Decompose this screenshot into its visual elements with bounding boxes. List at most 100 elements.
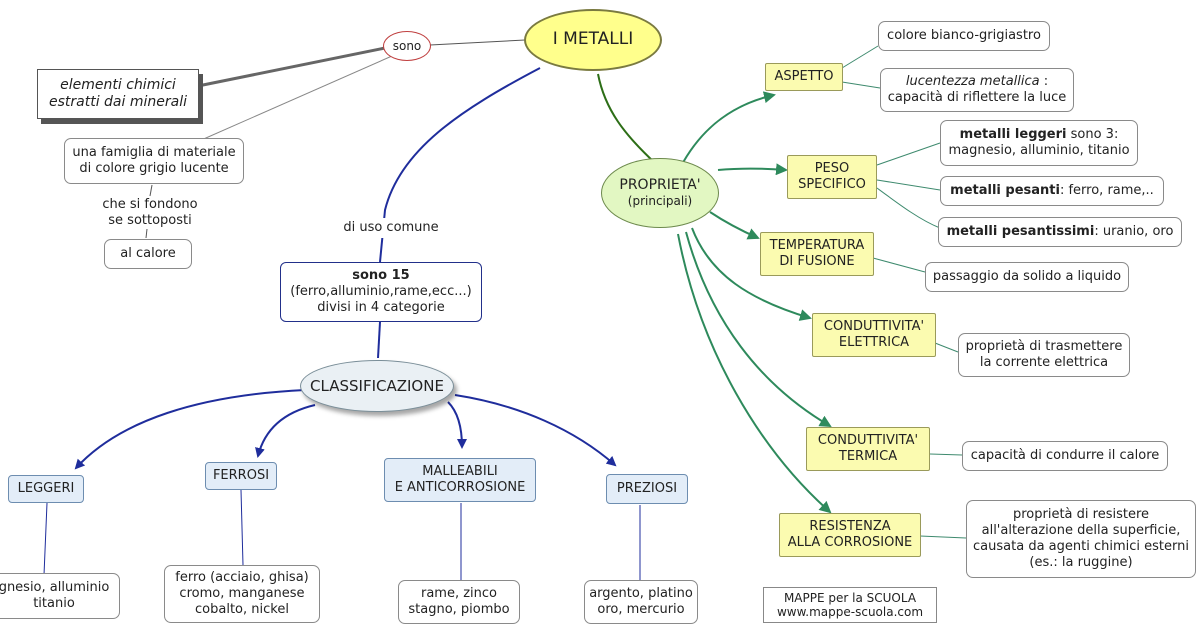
examples-leggeri-line2: titanio (33, 596, 75, 611)
property-resistenza: RESISTENZA ALLA CORROSIONE (779, 513, 921, 557)
examples-malleabili-line2: stagno, piombo (408, 602, 510, 617)
metalli-pesanti-line: metalli pesanti: ferro, rame,.. (950, 183, 1154, 199)
link-aspetto-colore (841, 45, 879, 69)
arrow-classi-preziosi (454, 394, 617, 467)
property-cond-elettrica: CONDUTTIVITA' ELETTRICA (812, 313, 936, 357)
lucentezza-line2: capacità di riflettere la luce (887, 90, 1067, 105)
cond-termica-line2: TERMICA (838, 449, 898, 464)
cond-termica-line1: CONDUTTIVITA' (817, 432, 919, 448)
metalli-pesanti-rest: : ferro, rame,.. (1059, 182, 1154, 198)
link-termica-condurre (929, 453, 963, 456)
fondono-line1: che si fondono (102, 196, 198, 212)
metalli-leggeri-line1: metalli leggeri sono 3: (960, 127, 1119, 143)
calore-label: al calore (120, 245, 176, 261)
arrow-prop-aspetto (679, 91, 776, 169)
detail-condurre: capacità di condurre il calore (962, 441, 1168, 471)
link-phrase-sono-label: sono (392, 38, 422, 53)
temperatura-line2: DI FUSIONE (779, 254, 855, 269)
line-main-sono15 (379, 67, 541, 263)
preziosi-label: PREZIOSI (616, 480, 678, 496)
category-malleabili: MALLEABILI E ANTICORROSIONE (384, 458, 536, 502)
link-elettrica-trasmettere (934, 342, 959, 353)
sono15-line2: (ferro,alluminio,rame,ecc...) (290, 283, 472, 299)
arrow-prop-temperatura (709, 211, 760, 240)
detail-lucentezza: lucentezza metallica : capacità di rifle… (880, 68, 1074, 112)
link-phrase-sono: sono (383, 31, 431, 61)
arrow-prop-resistenza (677, 233, 832, 514)
peso-line2: SPECIFICO (798, 177, 866, 192)
temperatura-line1: TEMPERATURA (769, 237, 865, 253)
uso-comune-label: di uso comune (343, 219, 439, 235)
concept-classificazione: CLASSIFICAZIONE (300, 360, 454, 412)
sono15-bold: sono 15 (352, 267, 410, 283)
metalli-leggeri-rest: sono 3: (1066, 126, 1119, 142)
line-sono15-classi (377, 321, 381, 359)
passaggio-label: passaggio da solido a liquido (932, 268, 1122, 284)
malleabili-line2: E ANTICORROSIONE (394, 480, 526, 495)
metalli-pesantissimi-bold: metalli pesantissimi (946, 223, 1095, 239)
resistere-line4: (es.: la ruggine) (1029, 555, 1133, 571)
examples-ferrosi: ferro (acciaio, ghisa) cromo, manganese … (164, 565, 320, 623)
examples-preziosi-line2: oro, mercurio (597, 602, 685, 617)
metalli-leggeri-line2: magnesio, alluminio, titanio (948, 143, 1130, 158)
resistere-line1: proprietà di resistere (1012, 506, 1150, 522)
leggeri-label: LEGGERI (17, 480, 75, 496)
examples-malleabili-line1: rame, zinco (420, 585, 497, 601)
elementi-line2: estratti dai minerali (49, 94, 187, 110)
main-topic-label: I METALLI (552, 29, 634, 50)
trasmettere-line1: proprietà di trasmettere (965, 338, 1123, 354)
detail-metalli-pesanti: metalli pesanti: ferro, rame,.. (940, 176, 1164, 206)
sono15-line3: divisi in 4 categorie (317, 300, 445, 316)
proprieta-title: PROPRIETA' (619, 176, 701, 193)
examples-preziosi: argento, platino oro, mercurio (584, 580, 698, 624)
aspetto-label: ASPETTO (774, 68, 834, 84)
detail-metalli-leggeri: metalli leggeri sono 3: magnesio, allumi… (940, 120, 1138, 166)
ferrosi-label: FERROSI (212, 467, 270, 483)
line-ferrosi-examples (240, 489, 244, 566)
examples-ferrosi-line1: ferro (acciaio, ghisa) (175, 569, 309, 585)
line-sono-elementi (197, 46, 386, 88)
category-preziosi: PREZIOSI (606, 474, 688, 504)
proprieta-subtitle: (principali) (627, 194, 693, 209)
cond-elettrica-line2: ELETTRICA (838, 335, 910, 350)
lucentezza-line1: lucentezza metallica : (906, 74, 1048, 90)
line-main-proprieta (597, 73, 656, 164)
property-temperatura: TEMPERATURA DI FUSIONE (760, 232, 874, 276)
metalli-pesanti-bold: metalli pesanti (950, 182, 1060, 198)
resistenza-line1: RESISTENZA (809, 518, 891, 534)
arrow-prop-peso (717, 163, 788, 176)
concept-elementi: elementi chimici estratti dai minerali (37, 69, 199, 119)
detail-colore: colore bianco-grigiastro (878, 21, 1050, 51)
credit-line2: www.mappe-scuola.com (776, 605, 924, 619)
property-peso: PESO SPECIFICO (787, 155, 877, 199)
elementi-line1: elementi chimici (60, 76, 176, 93)
line-leggeri-examples (43, 502, 48, 576)
arrow-classi-leggeri (74, 389, 306, 470)
detail-metalli-pesantissimi: metalli pesantissimi: uranio, oro (938, 217, 1182, 247)
line-main-sono (429, 39, 526, 46)
cond-elettrica-line1: CONDUTTIVITA' (823, 318, 925, 334)
examples-leggeri: gnesio, alluminio titanio (0, 573, 120, 619)
peso-line1: PESO (814, 160, 850, 176)
examples-malleabili: rame, zinco stagno, piombo (398, 580, 520, 624)
category-leggeri: LEGGERI (8, 475, 84, 503)
examples-ferrosi-line2: cromo, manganese (179, 585, 305, 601)
classificazione-label: CLASSIFICAZIONE (310, 376, 444, 395)
line-sono-famiglia (189, 55, 393, 146)
credit-box: MAPPE per la SCUOLA www.mappe-scuola.com (763, 587, 937, 623)
link-resistenza-resistere (919, 535, 967, 539)
examples-ferrosi-line3: cobalto, nickel (195, 602, 289, 618)
famiglia-line2: di colore grigio lucente (79, 161, 229, 176)
metalli-leggeri-bold: metalli leggeri (959, 126, 1067, 142)
concept-calore: al calore (104, 239, 192, 269)
detail-resistere: proprietà di resistere all'alterazione d… (966, 500, 1196, 578)
resistere-line2: all'alterazione della superficie, (981, 522, 1181, 538)
link-phrase-fondono: che si fondono se sottoposti (95, 196, 205, 230)
colore-label: colore bianco-grigiastro (887, 27, 1041, 43)
resistenza-line2: ALLA CORROSIONE (787, 535, 913, 550)
credit-line1: MAPPE per la SCUOLA (783, 590, 917, 605)
concept-sono-15: sono 15 (ferro,alluminio,rame,ecc...) di… (280, 262, 482, 322)
link-aspetto-lucentezza (841, 81, 881, 89)
arrow-prop-elettrica (691, 227, 812, 321)
